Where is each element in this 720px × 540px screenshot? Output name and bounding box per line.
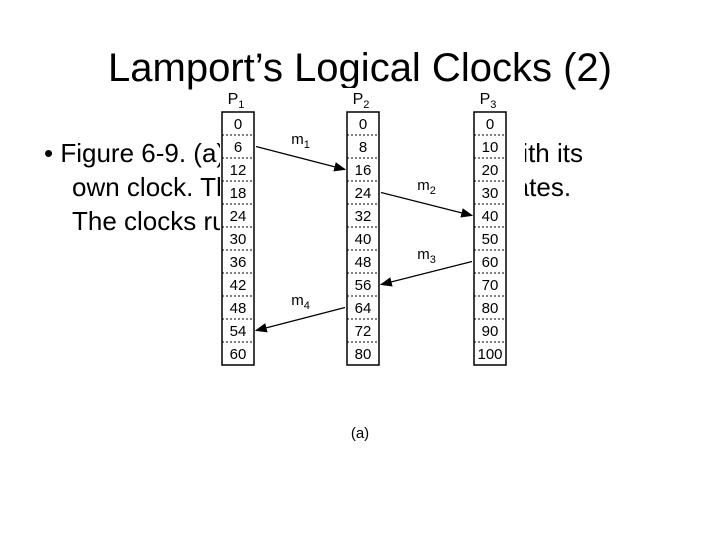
clock-value: 0 — [486, 116, 494, 133]
clock-value: 60 — [230, 346, 247, 363]
clock-value: 50 — [482, 231, 499, 248]
process-column-1 — [221, 111, 255, 366]
clock-value: 40 — [482, 208, 499, 225]
clock-value: 20 — [482, 162, 499, 179]
process-label-1: P1 — [228, 91, 245, 111]
clock-diagram: P1 0 6 12 18 24 30 36 42 48 54 60 P2 0 8 16 24 32 40 48 56 64… — [221, 91, 507, 442]
bullet-marker: • — [44, 138, 54, 168]
clock-value: 12 — [230, 162, 247, 179]
clock-value: 6 — [234, 139, 242, 156]
clock-value: 30 — [230, 231, 247, 248]
clock-value: 54 — [230, 323, 247, 340]
clock-value: 30 — [482, 185, 499, 202]
clock-value: 72 — [355, 323, 372, 340]
clock-value: 70 — [482, 277, 499, 294]
process-column-3 — [473, 111, 507, 366]
clock-value: 56 — [355, 277, 372, 294]
clock-value: 90 — [482, 323, 499, 340]
clock-value: 40 — [355, 231, 372, 248]
process-label-2: P2 — [353, 91, 370, 111]
message-arrow-2 — [380, 191, 474, 218]
clock-value: 8 — [359, 139, 367, 156]
clock-value: 0 — [359, 116, 367, 133]
message-label-1: m1 — [291, 131, 310, 151]
clock-value: 80 — [482, 300, 499, 317]
message-arrow-3 — [379, 260, 473, 287]
clock-value: 100 — [477, 346, 502, 363]
clock-value: 24 — [230, 208, 247, 225]
clock-value: 80 — [355, 346, 372, 363]
clock-value: 36 — [230, 254, 247, 271]
message-label-2: m2 — [417, 177, 436, 197]
clock-value: 48 — [355, 254, 372, 271]
clock-value: 0 — [234, 116, 242, 133]
clock-value: 24 — [355, 185, 372, 202]
clock-value: 18 — [230, 185, 247, 202]
process-column-2 — [346, 111, 380, 366]
process-label-3: P3 — [480, 91, 497, 111]
clock-value: 16 — [355, 162, 372, 179]
clock-value: 42 — [230, 277, 247, 294]
message-arrow-4 — [254, 306, 346, 333]
clock-value: 10 — [482, 139, 499, 156]
clock-value: 60 — [482, 254, 499, 271]
figure-caption: (a) — [351, 425, 369, 442]
message-arrow-1 — [255, 145, 347, 172]
lamport-clock-figure: P1 0 6 12 18 24 30 36 42 48 54 60 P2 0 8 16 24 32 40 48 56 64… — [220, 88, 525, 443]
message-label-4: m4 — [291, 292, 310, 312]
clock-value: 32 — [355, 208, 372, 225]
slide-title: Lamport’s Logical Clocks (2) — [108, 46, 612, 90]
message-label-3: m3 — [417, 246, 436, 266]
clock-value: 64 — [355, 300, 372, 317]
clock-value: 48 — [230, 300, 247, 317]
